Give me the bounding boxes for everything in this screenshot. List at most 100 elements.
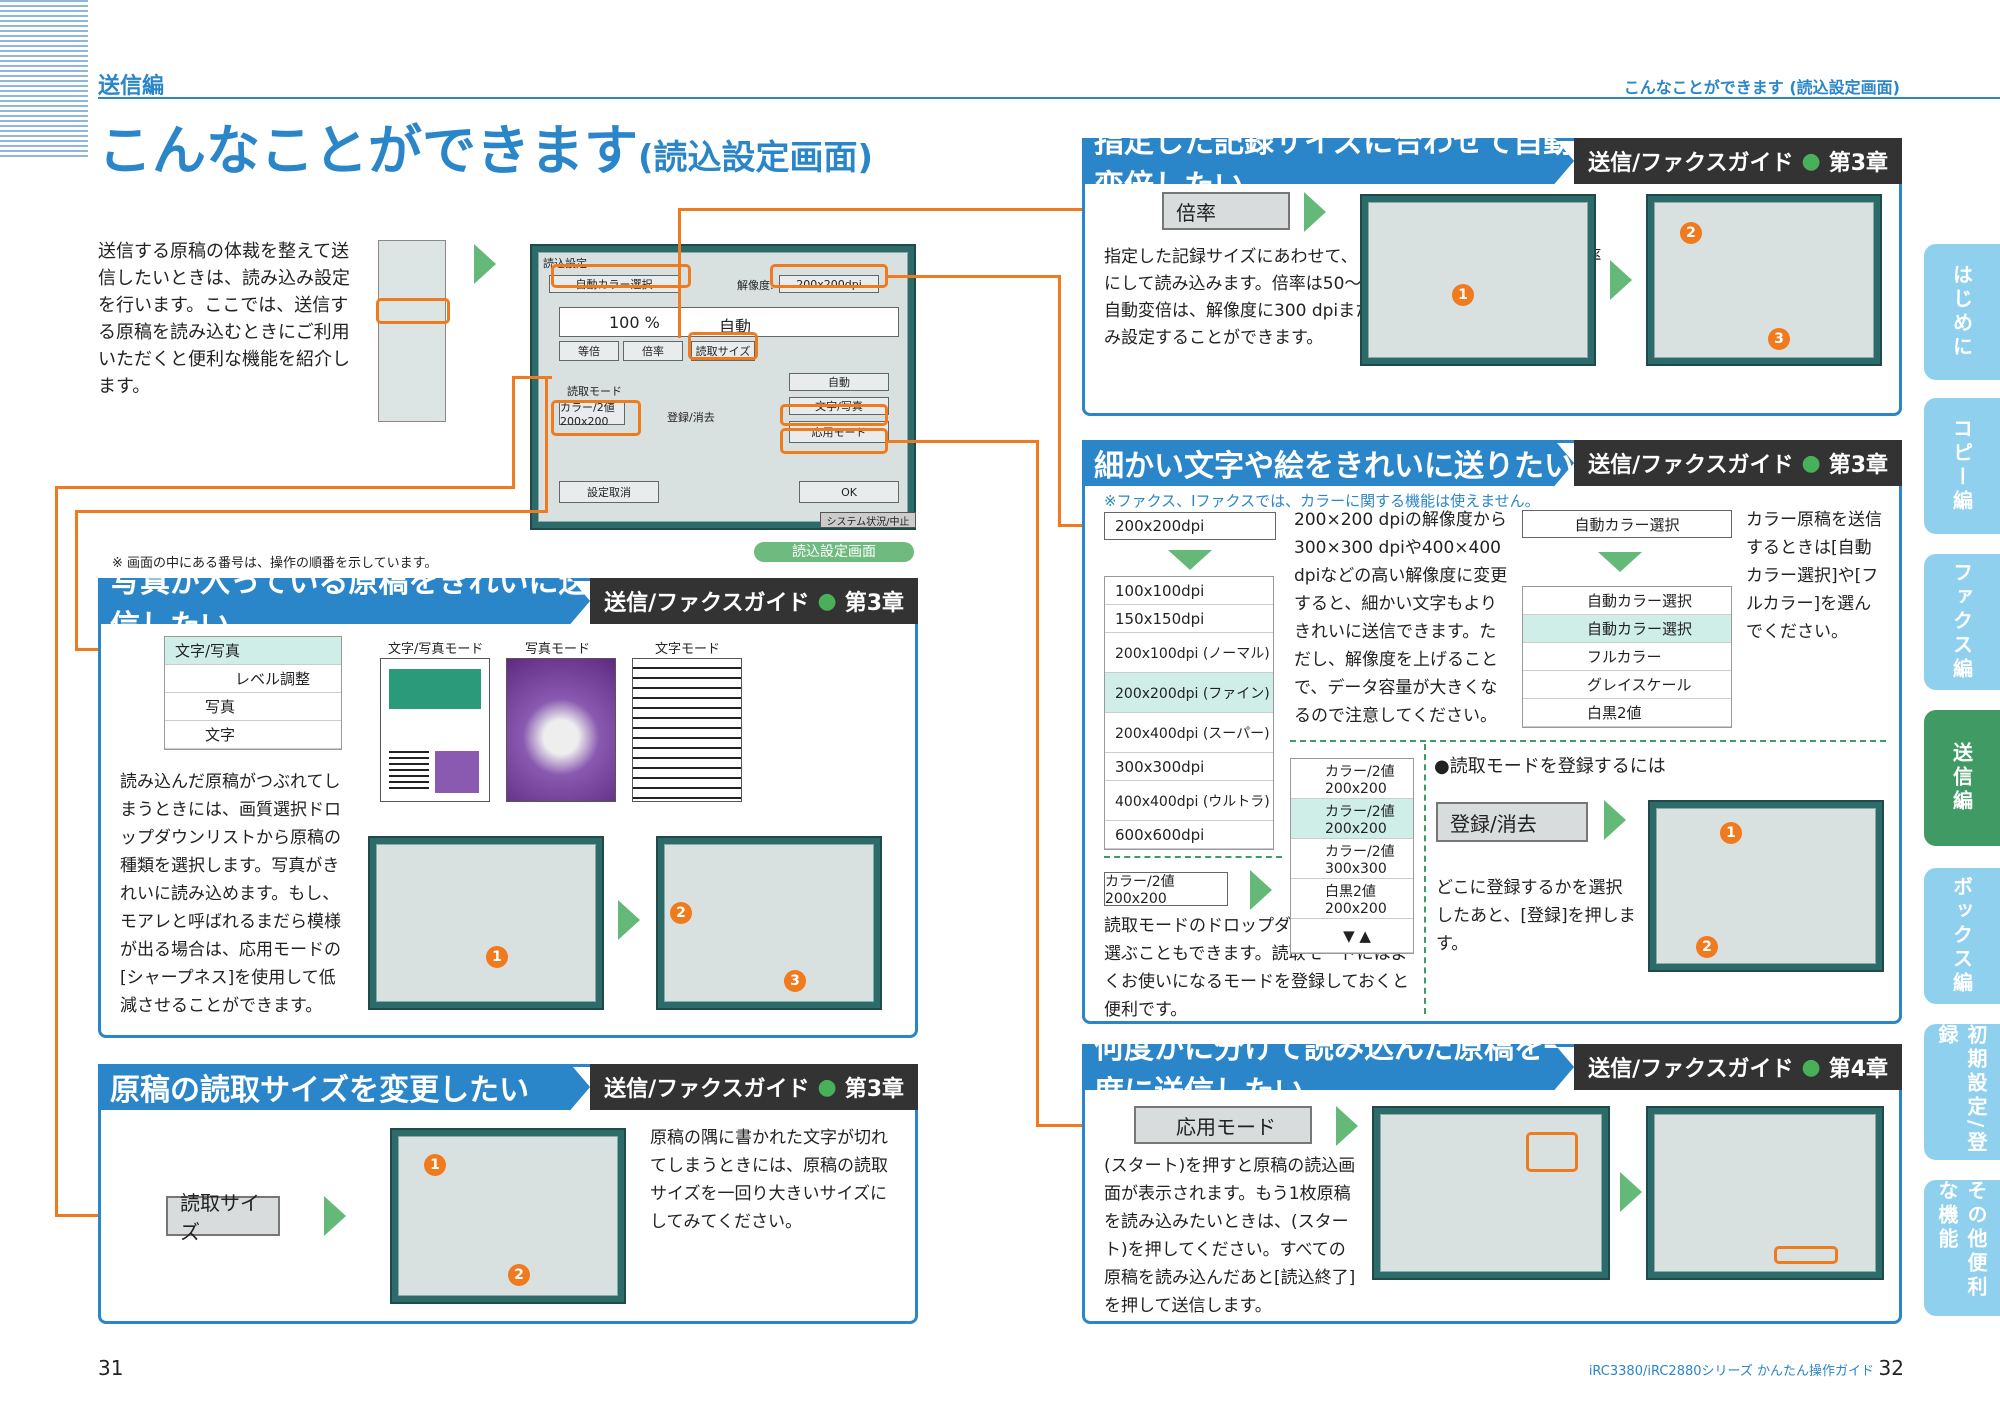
- photo-opt-2[interactable]: 写真: [165, 693, 341, 721]
- res-opt-2[interactable]: 200x100dpi (ノーマル): [1105, 633, 1273, 673]
- ratio-step-2: 2: [1680, 222, 1702, 244]
- mode-select-2[interactable]: カラー/2値 200x200: [1104, 872, 1228, 907]
- res-text: 200×200 dpiの解像度から300×300 dpiや400×400 dpi…: [1294, 510, 1508, 726]
- btn-same[interactable]: 等倍: [559, 341, 619, 361]
- register-button[interactable]: 登録/消去: [1436, 802, 1588, 842]
- multi-arrow-1: [1336, 1106, 1358, 1146]
- note-text: ※ 画面の中にある番号は、操作の順番を示しています。: [112, 556, 438, 571]
- photo-opt-1[interactable]: レベル調整: [165, 665, 341, 693]
- color-select-2[interactable]: 自動カラー選択: [1522, 510, 1732, 538]
- register-text: どこに登録するかを選択したあと、[登録]を押します。: [1436, 878, 1636, 954]
- main-screen-caption: 読込設定画面: [754, 542, 914, 562]
- sec-multi-guide-text: 送信/ファクスガイド: [1588, 1057, 1794, 1082]
- res-opt-0[interactable]: 100x100dpi: [1105, 577, 1273, 605]
- res-list[interactable]: 100x100dpi 150x150dpi 200x100dpi (ノーマル) …: [1104, 576, 1274, 850]
- multi-screen-1: [1372, 1106, 1610, 1280]
- sec-size-chapter: 第3章: [844, 1077, 904, 1102]
- color-list[interactable]: 自動カラー選択 自動カラー選択 フルカラー グレイスケール 白黒2値: [1522, 586, 1732, 728]
- btn-size[interactable]: 読取サイズ: [691, 341, 755, 361]
- sec-ratio-guide-text: 送信/ファクスガイド: [1588, 151, 1794, 176]
- ratio-value: 100 %: [609, 313, 660, 332]
- page-title-sub: (読込設定画面): [638, 138, 874, 178]
- mode-list[interactable]: カラー/2値 200x200 カラー/2値 200x200 カラー/2値 300…: [1290, 758, 1414, 954]
- line-mode-h: [512, 376, 552, 379]
- sec-ratio-head: 指定した記録サイズに合わせて自動変倍したい 送信/ファクスガイド●第3章: [1082, 138, 1902, 184]
- tab-box[interactable]: ボックス編: [1924, 868, 2000, 1004]
- sec-fine-guide-text: 送信/ファクスガイド: [1588, 453, 1794, 478]
- mode-label-0: 文字/写真モード: [388, 642, 484, 657]
- register-step-2: 2: [1696, 936, 1718, 958]
- color-opt-0[interactable]: 自動カラー選択: [1523, 587, 1731, 615]
- mode-label-2: 文字モード: [655, 642, 721, 657]
- ratio-button[interactable]: 倍率: [1162, 192, 1290, 230]
- mode-opt-3[interactable]: 白黒2値 200x200: [1291, 879, 1413, 919]
- mode-list-scroll[interactable]: ▼ ▲: [1291, 919, 1413, 953]
- photo-dropdown[interactable]: 文字/写真 レベル調整 写真 文字: [164, 636, 342, 750]
- thumb-photo: [506, 658, 616, 802]
- color-opt-2[interactable]: フルカラー: [1523, 643, 1731, 671]
- app-mode-button-2[interactable]: 応用モード: [1134, 1106, 1312, 1144]
- sec-photo-guide-text: 送信/ファクスガイド: [604, 591, 810, 616]
- page-title-main: こんなことができます: [98, 119, 638, 182]
- color-opt-1[interactable]: 自動カラー選択: [1523, 615, 1731, 643]
- line-photo-h: [75, 510, 545, 513]
- sec-size-title: 原稿の読取サイズを変更したい: [98, 1064, 591, 1110]
- size-step-1: 1: [424, 1154, 446, 1176]
- auto-button[interactable]: 自動: [789, 373, 889, 391]
- sec-fine-guide: 送信/ファクスガイド●第3章: [1574, 440, 1902, 486]
- tab-settings[interactable]: 初期設定/登録: [1924, 1024, 2000, 1160]
- multi-screen-2: [1646, 1106, 1884, 1280]
- res-opt-4[interactable]: 200x400dpi (スーパー): [1105, 713, 1273, 753]
- tab-other[interactable]: その他便利な機能: [1924, 1180, 2000, 1316]
- photo-opt-3[interactable]: 文字: [165, 721, 341, 749]
- mode-opt-0[interactable]: カラー/2値 200x200: [1291, 759, 1413, 799]
- thumb-text: [632, 658, 742, 802]
- size-arrow: [324, 1196, 346, 1236]
- btn-ratio[interactable]: 倍率: [623, 341, 683, 361]
- ratio-arrow-2: [1610, 260, 1632, 300]
- app-mode-button[interactable]: 応用モード: [789, 421, 889, 443]
- mode-select[interactable]: カラー/2値 200x200: [559, 401, 625, 428]
- mode-label-1: 写真モード: [525, 642, 591, 657]
- res-select[interactable]: 200x200dpi: [1104, 512, 1276, 540]
- size-button[interactable]: 読取サイズ: [166, 1191, 280, 1244]
- ok-button[interactable]: OK: [799, 481, 899, 503]
- sec-ratio-title: 指定した記録サイズに合わせて自動変倍したい: [1082, 138, 1575, 184]
- status-button[interactable]: システム状況/中止: [820, 512, 916, 528]
- res-opt-6[interactable]: 400x400dpi (ウルトラ): [1105, 781, 1273, 821]
- sec-fine-chapter: 第3章: [1828, 453, 1888, 478]
- line-res-h: [888, 275, 1060, 278]
- line-res-v: [1058, 275, 1061, 527]
- res-opt-3[interactable]: 200x200dpi (ファイン): [1105, 673, 1273, 713]
- register-label: 登録/消去: [667, 411, 715, 424]
- intro-text: 送信する原稿の体裁を整えて送信したいときは、読み込み設定を行います。ここでは、送…: [98, 241, 350, 397]
- sec-size-guide: 送信/ファクスガイド●第3章: [590, 1064, 918, 1110]
- color-opt-3[interactable]: グレイスケール: [1523, 671, 1731, 699]
- sec-fine-note: ※ファクス、Iファクスでは、カラーに関する機能は使えません。: [1104, 492, 1540, 510]
- sec-ratio-guide: 送信/ファクスガイド●第3章: [1574, 138, 1902, 184]
- sec-photo-guide: 送信/ファクスガイド●第3章: [590, 578, 918, 624]
- mode-opt-1[interactable]: カラー/2値 200x200: [1291, 799, 1413, 839]
- sec-multi-head: 何度かに分けて読み込んだ原稿を一度に送信したい 送信/ファクスガイド●第4章: [1082, 1044, 1902, 1090]
- photo-opt-0[interactable]: 文字/写真: [165, 637, 341, 665]
- res-arrow: [1168, 550, 1212, 570]
- tab-copy[interactable]: コピー編: [1924, 398, 2000, 534]
- sec-fine-head: 細かい文字や絵をきれいに送りたい 送信/ファクスガイド●第3章: [1082, 440, 1902, 486]
- tab-fax[interactable]: ファクス編: [1924, 554, 2000, 690]
- line-app-v: [1036, 440, 1039, 1126]
- cancel-button[interactable]: 設定取消: [559, 481, 659, 503]
- tab-hajimeni[interactable]: はじめに: [1924, 244, 2000, 380]
- hl-mode: [551, 400, 641, 436]
- ratio-step-1: 1: [1452, 284, 1474, 306]
- fine-dash-h2: [1104, 856, 1282, 858]
- color-opt-4[interactable]: 白黒2値: [1523, 699, 1731, 727]
- tab-send[interactable]: 送信編: [1924, 710, 2000, 846]
- line-ratio-h: [678, 208, 1098, 211]
- sec-ratio-chapter: 第3章: [1828, 151, 1888, 176]
- right-header: こんなことができます (読込設定画面): [1623, 78, 1900, 97]
- mode-opt-2[interactable]: カラー/2値 300x300: [1291, 839, 1413, 879]
- res-opt-5[interactable]: 300x300dpi: [1105, 753, 1273, 781]
- color-arrow: [1598, 552, 1642, 572]
- res-opt-1[interactable]: 150x150dpi: [1105, 605, 1273, 633]
- res-opt-7[interactable]: 600x600dpi: [1105, 821, 1273, 849]
